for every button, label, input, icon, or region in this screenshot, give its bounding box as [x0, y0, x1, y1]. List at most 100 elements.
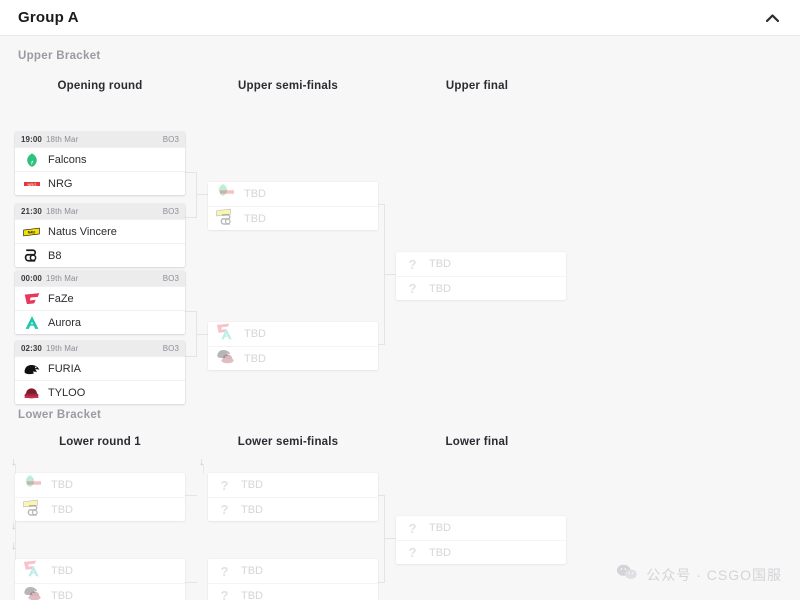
team-logo-stack: [23, 499, 45, 520]
team-row[interactable]: TBD: [208, 322, 378, 346]
team-name: TBD: [241, 589, 263, 600]
match-card[interactable]: TBD TBD: [208, 182, 378, 230]
team-row[interactable]: ? TBD: [396, 540, 566, 564]
team-row[interactable]: TBD: [15, 497, 185, 521]
team-name: TBD: [241, 479, 263, 491]
watermark-text: 公众号 · CSGO国服: [646, 566, 782, 583]
team-row[interactable]: ? TBD: [208, 559, 378, 583]
round-title-lower-round-1: Lower round 1: [59, 436, 141, 448]
navi-logo: [23, 499, 38, 507]
team-row[interactable]: ? TBD: [396, 516, 566, 540]
connector: [185, 495, 197, 496]
team-row[interactable]: TBD: [15, 559, 185, 583]
team-row[interactable]: TBD: [208, 346, 378, 370]
team-row[interactable]: FURIA: [15, 356, 185, 380]
team-name: NRG: [48, 177, 73, 190]
connector: [185, 582, 197, 583]
match-card[interactable]: TBD TBD: [15, 559, 185, 600]
team-row[interactable]: TBD: [208, 206, 378, 230]
team-row[interactable]: TBD: [15, 583, 185, 600]
team-row[interactable]: Aurora: [15, 310, 185, 334]
connector: [384, 495, 385, 583]
team-logo-stack: [216, 323, 238, 344]
match-card[interactable]: TBD TBD: [15, 473, 185, 521]
team-row[interactable]: FaZe: [15, 286, 185, 310]
team-name: TBD: [51, 479, 73, 491]
question-icon: ?: [220, 563, 229, 579]
team-name: FaZe: [48, 292, 74, 305]
team-row[interactable]: ? TBD: [208, 473, 378, 497]
aurora-logo: [23, 314, 40, 331]
match-card[interactable]: ? TBD ? TBD: [208, 559, 378, 600]
connector: [185, 311, 197, 312]
watermark: 公众号 · CSGO国服: [616, 563, 782, 586]
connector: [384, 274, 396, 275]
nrg-logo: NRG: [23, 175, 40, 192]
round-title-upper-semi-finals: Upper semi-finals: [238, 80, 338, 92]
chevron-up-icon[interactable]: [762, 8, 782, 28]
svg-text:NAVI: NAVI: [28, 230, 36, 234]
team-name: TBD: [429, 522, 451, 534]
tyloo-logo: [221, 353, 234, 363]
team-row[interactable]: ? TBD: [396, 252, 566, 276]
team-name: TBD: [429, 546, 451, 559]
team-row[interactable]: ? TBD: [208, 583, 378, 600]
match-card[interactable]: 02:30 19th Mar BO3 FURIA TYLOO: [15, 341, 185, 404]
furia-logo: [23, 360, 40, 377]
team-logo-stack: [216, 349, 238, 369]
team-name: B8: [48, 249, 62, 262]
team-row[interactable]: TYLOO: [15, 380, 185, 404]
match-meta: 02:30 19th Mar BO3: [15, 341, 185, 356]
upper-bracket-label: Upper Bracket: [18, 50, 101, 62]
connector: [384, 538, 396, 539]
match-card[interactable]: 19:00 18th Mar BO3 Falcons NRG NRG: [15, 132, 185, 195]
match-card[interactable]: 00:00 19th Mar BO3 FaZe Aurora: [15, 271, 185, 334]
round-title-upper-final: Upper final: [445, 80, 509, 92]
team-logo-stack: [216, 208, 238, 229]
navi-logo: NAVI: [23, 223, 40, 240]
drop-arrow-icon: ↓: [11, 520, 17, 532]
match-meta: 00:00 19th Mar BO3: [15, 271, 185, 286]
falcons-logo: [218, 184, 228, 196]
page-title: Group A: [18, 9, 79, 26]
chevron-up-glyph: [765, 13, 779, 22]
drop-arrow-icon: ↓: [11, 456, 17, 468]
team-row[interactable]: TBD: [15, 473, 185, 497]
team-logo-stack: [23, 560, 45, 581]
bracket-area: Upper Bracket Opening round Upper semi-f…: [0, 36, 800, 600]
lower-bracket-label: Lower Bracket: [18, 409, 102, 421]
match-meta: 21:30 18th Mar BO3: [15, 204, 185, 219]
team-row[interactable]: TBD: [208, 182, 378, 206]
connector: [185, 172, 197, 173]
team-row[interactable]: Falcons: [15, 147, 185, 171]
team-name: TBD: [429, 258, 451, 270]
team-name: TBD: [244, 212, 266, 225]
nrg-logo: [27, 481, 41, 485]
match-format: BO3: [162, 207, 179, 216]
match-format: BO3: [162, 274, 179, 283]
drop-arrow-icon: ↓: [199, 456, 205, 468]
team-row[interactable]: NAVI Natus Vincere: [15, 219, 185, 243]
connector: [373, 582, 385, 583]
team-row[interactable]: B8: [15, 243, 185, 267]
wechat-icon: [616, 563, 638, 586]
team-name: Aurora: [48, 316, 82, 329]
match-card[interactable]: 21:30 18th Mar BO3 NAVI Natus Vincere B8: [15, 204, 185, 267]
match-time: 00:00: [21, 274, 42, 283]
team-row[interactable]: ? TBD: [208, 497, 378, 521]
team-row[interactable]: ? TBD: [396, 276, 566, 300]
match-card[interactable]: ? TBD ? TBD: [396, 516, 566, 564]
svg-text:NRG: NRG: [27, 182, 36, 187]
faze-logo: [23, 560, 37, 570]
question-icon: ?: [408, 256, 417, 272]
group-header[interactable]: Group A: [0, 0, 800, 36]
match-card[interactable]: ? TBD ? TBD: [208, 473, 378, 521]
connector: [373, 495, 385, 496]
match-format: BO3: [162, 135, 179, 144]
team-row[interactable]: NRG NRG: [15, 171, 185, 195]
match-card[interactable]: ? TBD ? TBD: [396, 252, 566, 300]
match-card[interactable]: TBD TBD: [208, 322, 378, 370]
team-name: TBD: [244, 352, 266, 365]
team-name: TBD: [51, 589, 73, 600]
connector: [373, 204, 385, 205]
